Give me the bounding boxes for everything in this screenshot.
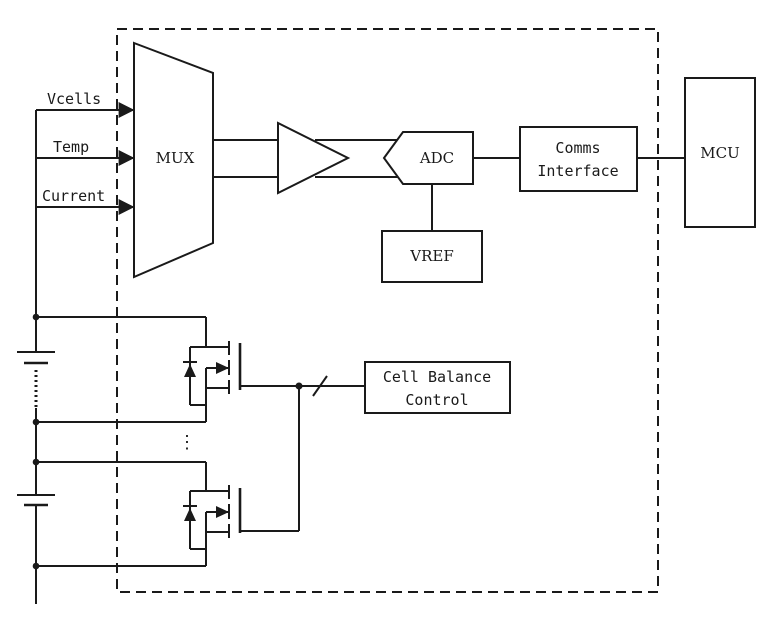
temp-label: Temp [53,138,89,156]
vref-label: VREF [409,247,453,265]
comms-label-line2: Interface [537,162,618,180]
mux-label: MUX [156,149,195,167]
vref-block [381,230,483,283]
ic-boundary [116,28,659,593]
cell-balance-label-line2: Control [405,391,468,409]
cell-balance-control-block [364,361,511,414]
adc-label: ADC [419,149,454,167]
comms-label-line1: Comms [555,139,600,157]
mosfet-lower [183,485,299,550]
comms-interface-block [519,126,638,192]
mux-block [133,41,214,279]
more-cells-ellipsis: ⋮ [178,432,196,453]
mosfet-upper [183,341,299,406]
vcells-label: Vcells [47,90,101,108]
cell-balance-label-line1: Cell Balance [383,368,491,386]
amplifier [277,121,351,195]
bus-slash [312,375,328,397]
mcu-block [684,77,756,228]
current-label: Current [42,187,105,205]
mcu-label: MCU [700,144,739,162]
